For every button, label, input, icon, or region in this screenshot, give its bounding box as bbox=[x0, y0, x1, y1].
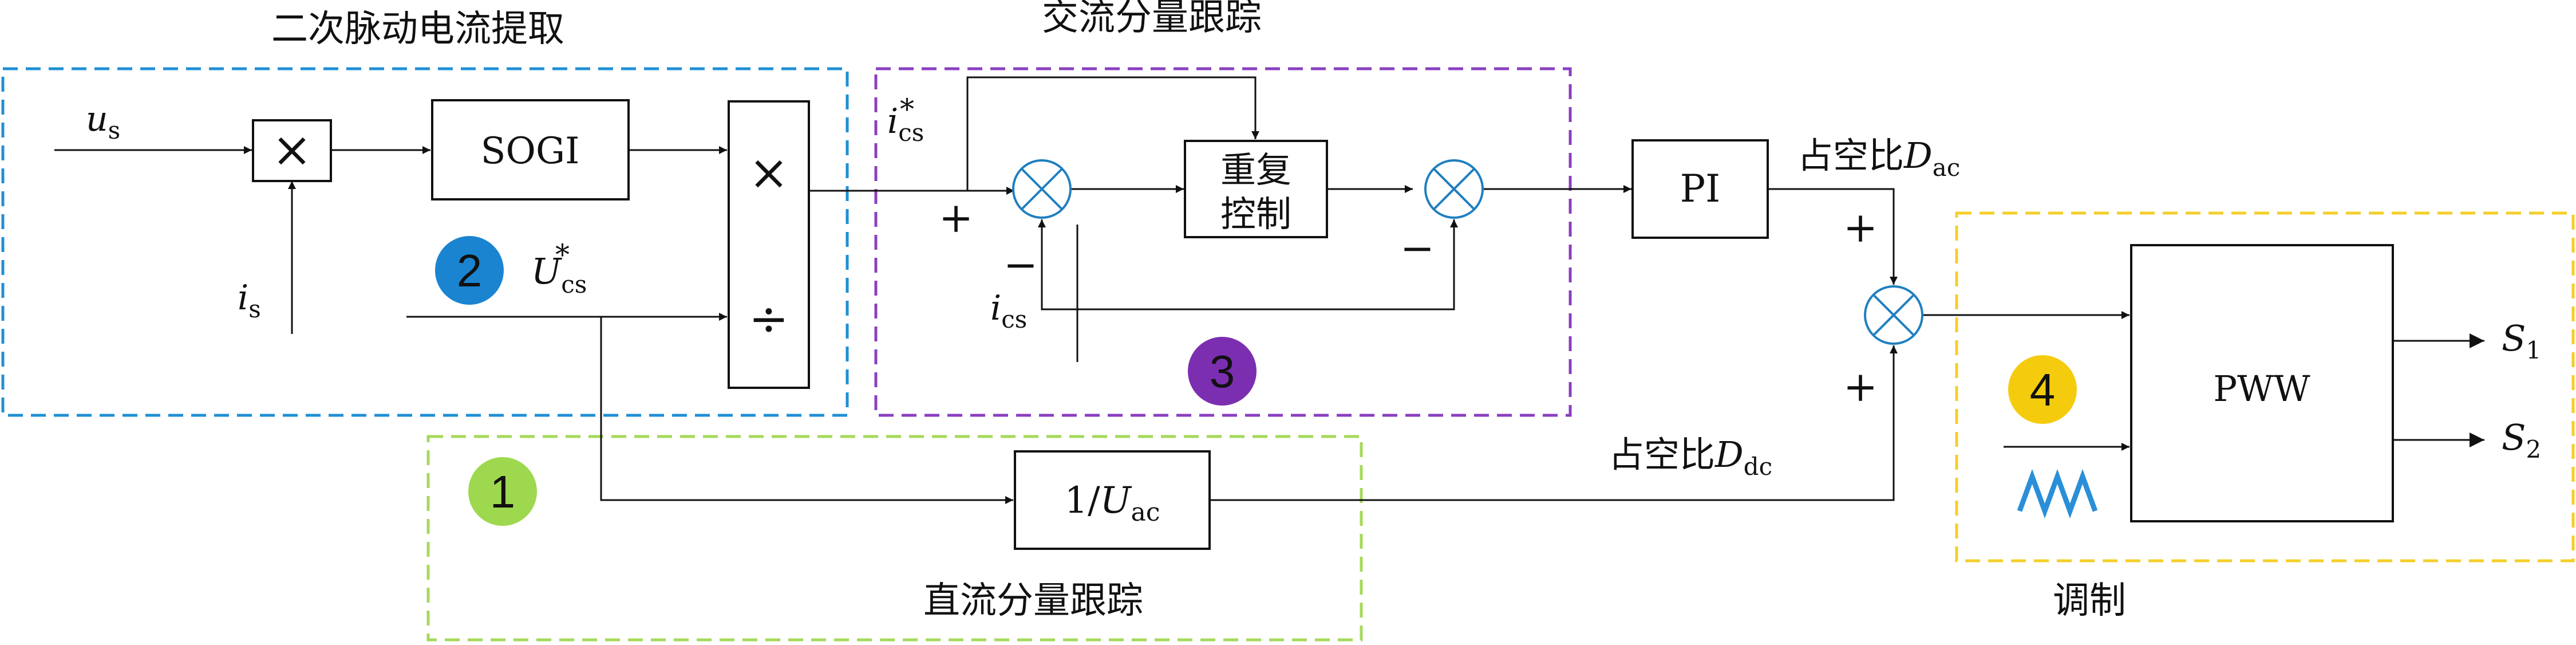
region-modulation-box bbox=[1955, 211, 2575, 563]
carrier-waveform-icon bbox=[2017, 469, 2098, 519]
svg-text:2: 2 bbox=[457, 245, 483, 296]
wire-ucs-branch bbox=[600, 317, 1013, 504]
signal-is-label: is bbox=[238, 278, 261, 323]
pwm-block: PWW bbox=[2130, 244, 2394, 522]
region-ac-tracking-box bbox=[874, 67, 1572, 417]
signal-dac-label: 占空比Dac bbox=[1797, 135, 1960, 182]
output-s2-label: S2 bbox=[2502, 416, 2541, 463]
svg-text:4: 4 bbox=[2030, 364, 2056, 415]
wire-inv-sum3 bbox=[1210, 345, 1898, 501]
signal-ics-ref-label: ics bbox=[887, 101, 924, 147]
title-ripple-extraction: 二次脉动电流提取 bbox=[271, 8, 564, 50]
title-dc-tracking: 直流分量跟踪 bbox=[923, 580, 1143, 622]
region-ripple-extraction-box bbox=[1, 67, 849, 417]
output-s1-label: S1 bbox=[2502, 317, 2541, 364]
signal-us-label: us bbox=[86, 99, 120, 144]
badge-1: 1 bbox=[468, 457, 537, 526]
title-modulation: 调制 bbox=[2053, 580, 2126, 622]
sign-plus-sum3-bottom: + bbox=[1843, 363, 1878, 411]
region-dc-tracking-box bbox=[426, 435, 1363, 642]
badge-3: 3 bbox=[1188, 337, 1257, 406]
badge-4: 4 bbox=[2008, 355, 2077, 424]
multiplier-block: × bbox=[252, 119, 332, 182]
pi-label: PI bbox=[1680, 167, 1720, 211]
sign-plus-sum3-top: + bbox=[1843, 203, 1878, 251]
signal-ucs-ref-star: * bbox=[555, 238, 570, 272]
inverse-uac-block: 1/Uac bbox=[1014, 450, 1211, 550]
wire-ics-sum2 bbox=[1077, 219, 1458, 310]
multiply-divide-block: × ÷ bbox=[728, 100, 810, 389]
wire-ics-sum1 bbox=[1038, 219, 1077, 310]
repetitive-control-line2: 控制 bbox=[1220, 193, 1291, 235]
sign-minus-sum1: − bbox=[1003, 241, 1038, 289]
sum-junction-1 bbox=[1012, 159, 1072, 219]
signal-ucs-ref-label: Ucs bbox=[531, 250, 587, 298]
sogi-block: SOGI bbox=[431, 99, 630, 200]
title-ac-tracking: 交流分量跟踪 bbox=[1042, 0, 1262, 39]
pwm-label: PWW bbox=[2213, 368, 2310, 410]
sum-junction-3 bbox=[1864, 285, 1923, 345]
wire-pi-sum3 bbox=[1768, 188, 1898, 285]
signal-ics-label: ics bbox=[990, 288, 1027, 333]
signal-ddc-label: 占空比Ddc bbox=[1609, 434, 1772, 481]
svg-text:1: 1 bbox=[490, 466, 516, 517]
repetitive-control-line1: 重复 bbox=[1220, 149, 1291, 191]
wire-feedforward bbox=[966, 76, 1259, 191]
sogi-label: SOGI bbox=[481, 130, 580, 172]
multiply-divide-mul: × bbox=[749, 144, 789, 200]
sum-junction-2 bbox=[1424, 159, 1484, 219]
multiply-divide-div: ÷ bbox=[749, 290, 789, 347]
badge-2: 2 bbox=[435, 236, 504, 305]
signal-ics-ref-star: * bbox=[900, 93, 914, 126]
multiplier-symbol: × bbox=[272, 121, 312, 178]
sign-plus-sum1: + bbox=[939, 194, 973, 242]
repetitive-control-block: 重复 控制 bbox=[1184, 140, 1328, 238]
svg-text:3: 3 bbox=[1210, 346, 1235, 397]
pi-block: PI bbox=[1631, 139, 1769, 239]
inverse-uac-label: 1/Uac bbox=[1064, 479, 1160, 527]
sign-minus-sum2: − bbox=[1400, 224, 1435, 272]
